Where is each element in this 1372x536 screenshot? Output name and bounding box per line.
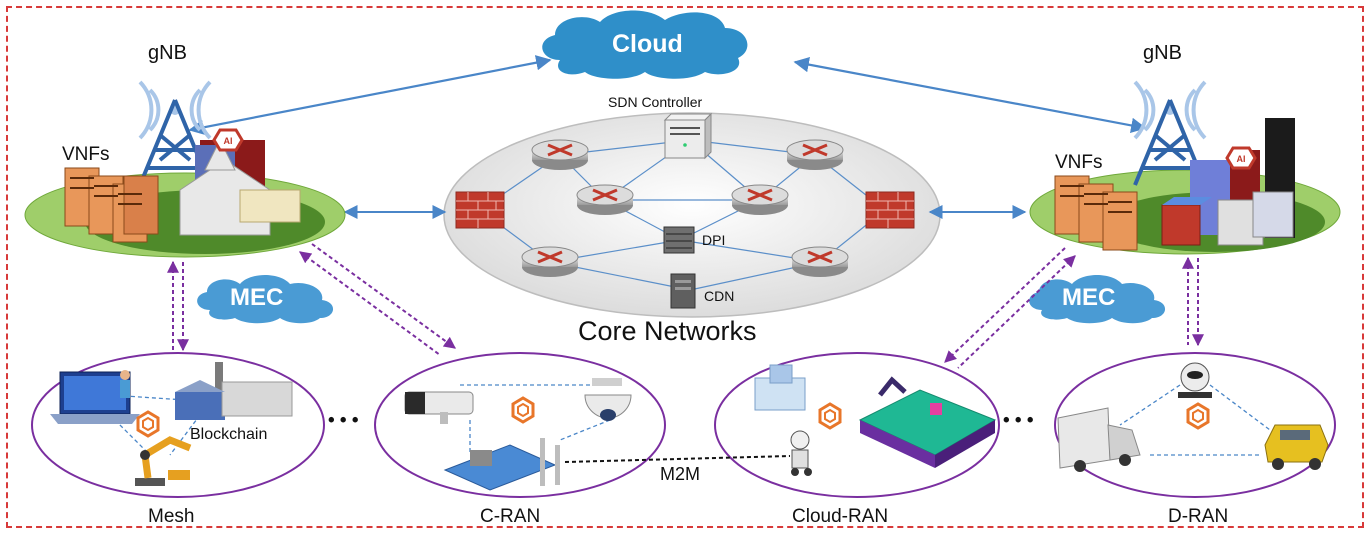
factory-icon	[175, 362, 293, 420]
router-3-icon	[576, 184, 634, 215]
dran-blockchain-logo-icon	[1186, 402, 1210, 430]
cloudran-blockchain-logo-icon	[818, 402, 842, 430]
m2m-link	[564, 455, 791, 463]
m2m-label: M2M	[660, 464, 700, 484]
right-ai-badge: AI	[1237, 154, 1246, 164]
firewall-right-icon	[865, 191, 915, 229]
right-gnb-tower-icon	[1133, 80, 1207, 186]
right-site-cloudran-link	[944, 247, 1076, 369]
right-buildings-icon	[1161, 118, 1295, 246]
left-site-cran-link	[299, 243, 456, 356]
cran-blockchain-logo-icon	[511, 396, 535, 424]
cran-dashed-links	[460, 384, 611, 455]
bullet-camera-icon	[404, 391, 474, 424]
cdn-label: CDN	[704, 288, 735, 304]
core-networks-title: Core Networks	[578, 316, 757, 346]
smart-factory-platform-icon	[858, 376, 997, 468]
sdn-controller-server-icon	[663, 112, 713, 160]
taxi-icon	[1264, 424, 1329, 470]
dran-label: D-RAN	[1168, 506, 1229, 527]
left-vnf-servers-icon	[64, 167, 159, 243]
cloud-right-gnb-link	[793, 57, 1147, 133]
cloud-left-gnb-link	[188, 55, 552, 135]
right-vnf-servers-icon	[1054, 175, 1138, 251]
router-5-icon	[521, 246, 579, 277]
cloud-shape	[542, 10, 748, 79]
left-mec-cloud	[197, 275, 334, 324]
right-mec-label: MEC	[1062, 284, 1116, 311]
left-vnfs-label: VNFs	[62, 144, 110, 165]
dashed-border-frame	[6, 6, 1364, 528]
left-site-mesh-link	[167, 260, 189, 352]
firewall-left-icon	[455, 191, 505, 229]
cloudran-label: Cloud-RAN	[792, 506, 889, 527]
drone-robot-icon	[1178, 362, 1212, 398]
cran-label: C-RAN	[480, 506, 541, 527]
dran-dashed-links	[1119, 384, 1271, 456]
separator-dots-right: • • •	[1003, 410, 1034, 431]
cdn-server-icon	[670, 273, 696, 309]
router-6-icon	[791, 246, 849, 277]
router-1-icon	[531, 139, 589, 170]
cran-ellipse	[374, 352, 666, 498]
service-robot-icon	[790, 430, 812, 476]
robot-arm-icon	[135, 436, 192, 486]
right-vnfs-label: VNFs	[1055, 152, 1103, 173]
left-gnb-label: gNB	[148, 42, 187, 64]
dome-camera-icon	[584, 378, 632, 421]
mesh-blockchain-logo-icon	[136, 410, 160, 438]
smart-grid-icon	[443, 438, 560, 491]
right-gnb-label: gNB	[1143, 42, 1182, 64]
router-2-icon	[786, 139, 844, 170]
separator-dots-left: • • •	[328, 410, 359, 431]
right-mec-cloud	[1029, 275, 1166, 324]
cloudran-building-icon	[754, 364, 806, 411]
laptop-dashboard-icon	[50, 370, 140, 424]
left-buildings-icon	[179, 128, 301, 236]
cloud-label: Cloud	[612, 30, 683, 58]
truck-icon	[1057, 407, 1141, 472]
left-mec-label: MEC	[230, 284, 284, 311]
left-gnb-tower-icon	[138, 80, 212, 186]
sdn-controller-label: SDN Controller	[608, 94, 703, 110]
blockchain-label: Blockchain	[190, 426, 268, 443]
left-ai-badge: AI	[224, 136, 233, 146]
dpi-device-icon	[663, 226, 695, 254]
mesh-label: Mesh	[148, 506, 195, 527]
router-4-icon	[731, 184, 789, 215]
dpi-label: DPI	[702, 232, 726, 248]
right-site-dran-link	[1182, 256, 1204, 347]
